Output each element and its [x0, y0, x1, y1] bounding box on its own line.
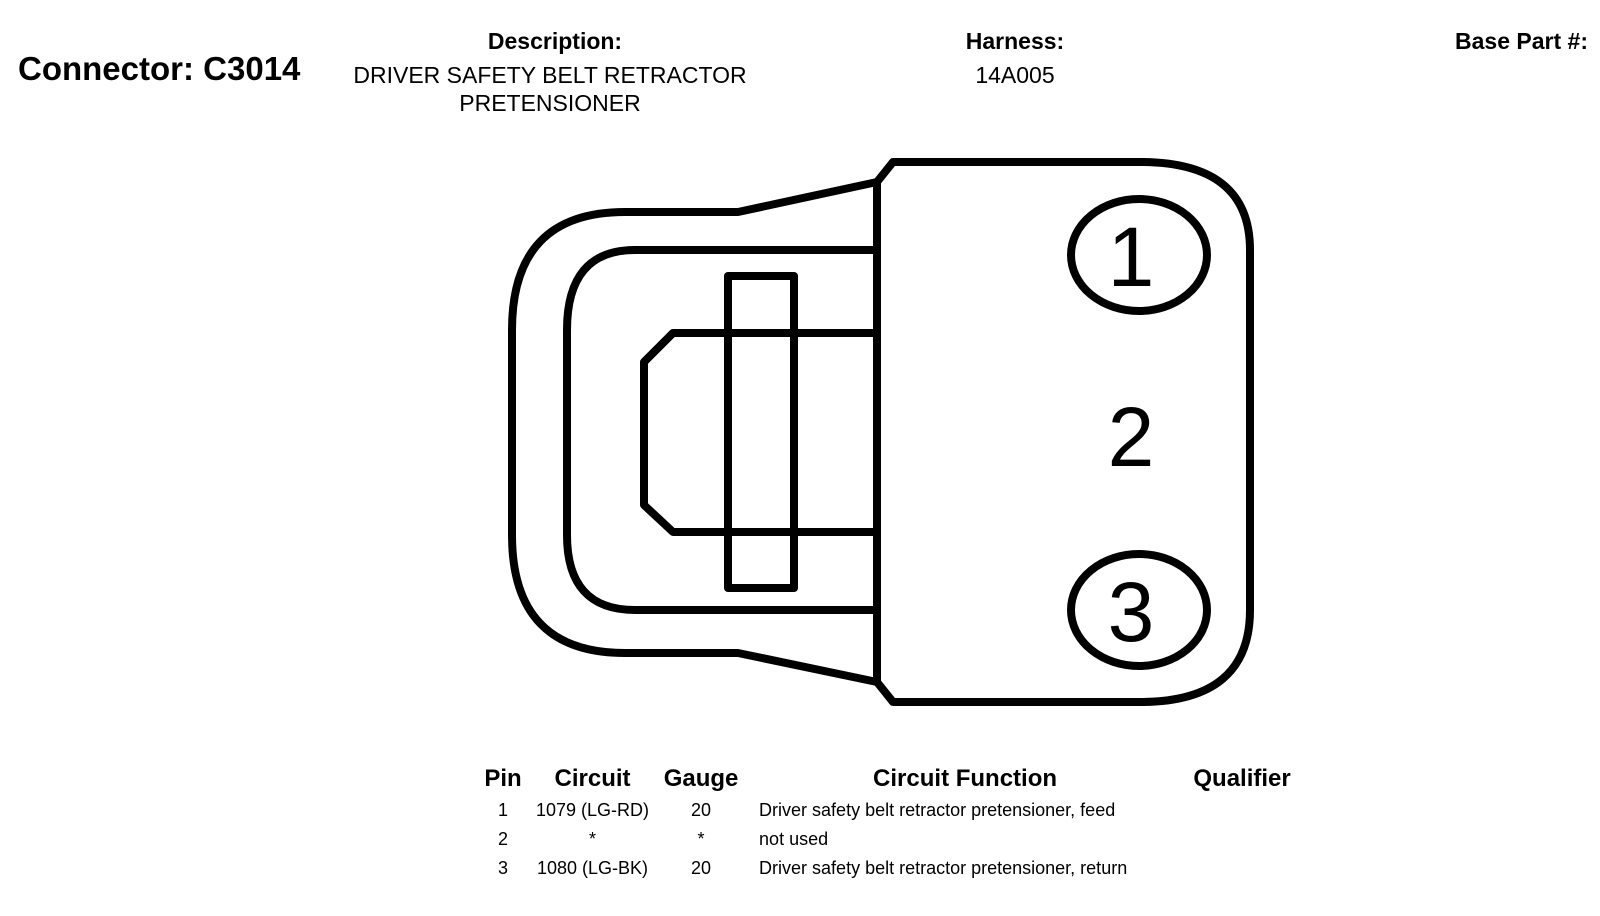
pin-1-label: 1	[1108, 210, 1155, 304]
row-gauge: 20	[691, 858, 712, 878]
connector-body-outline	[873, 158, 1254, 706]
header-gauge: Gauge	[663, 765, 739, 792]
outer-shroud-outline	[508, 178, 881, 686]
pin-table-header-row: Pin Circuit Gauge Circuit Function Quali…	[470, 762, 1307, 796]
pin-3-label: 3	[1108, 565, 1155, 659]
description-label: Description:	[487, 28, 623, 54]
row-function: not used	[759, 829, 829, 849]
row-circuit: 1079 (LG-RD)	[536, 800, 650, 820]
base-part-label: Base Part #:	[1455, 28, 1588, 54]
table-row: 1 1079 (LG-RD) 20 Driver safety belt ret…	[470, 796, 1307, 825]
row-pin: 1	[497, 800, 508, 820]
row-function: Driver safety belt retractor pretensione…	[759, 800, 1116, 820]
row-qualifier	[1177, 796, 1307, 825]
row-function: Driver safety belt retractor pretensione…	[759, 858, 1128, 878]
row-circuit: *	[589, 829, 597, 849]
row-pin: 3	[497, 858, 508, 878]
table-row: 3 1080 (LG-BK) 20 Driver safety belt ret…	[470, 854, 1307, 883]
pin-1-circle	[1067, 195, 1211, 315]
connector-title: Connector: C3014	[18, 50, 301, 87]
header-circuit: Circuit	[554, 765, 631, 792]
latch-outline	[640, 329, 881, 536]
pin-3-circle	[1067, 550, 1211, 670]
description-line-1: DRIVER SAFETY BELT RETRACTOR	[353, 62, 747, 88]
table-row: 2 * * not used	[470, 825, 1307, 854]
pin-2-label: 2	[1108, 390, 1155, 484]
header-qualifier: Qualifier	[1193, 765, 1291, 792]
description-value: DRIVER SAFETY BELT RETRACTOR PRETENSIONE…	[320, 61, 780, 117]
latch-bar	[724, 272, 798, 592]
row-qualifier	[1177, 854, 1307, 883]
description-line-2: PRETENSIONER	[459, 90, 641, 116]
header-circuit-function: Circuit Function	[873, 765, 1058, 792]
header-pin: Pin	[484, 765, 522, 792]
row-circuit: 1080 (LG-BK)	[536, 858, 649, 878]
row-gauge: *	[697, 829, 705, 849]
inner-shroud-outline	[563, 246, 881, 614]
pin-table: Pin Circuit Gauge Circuit Function Quali…	[470, 762, 1307, 883]
row-gauge: 20	[691, 800, 712, 820]
harness-value: 14A005	[975, 62, 1055, 88]
row-pin: 2	[497, 829, 508, 849]
harness-label: Harness:	[965, 28, 1065, 54]
row-qualifier	[1177, 825, 1307, 854]
